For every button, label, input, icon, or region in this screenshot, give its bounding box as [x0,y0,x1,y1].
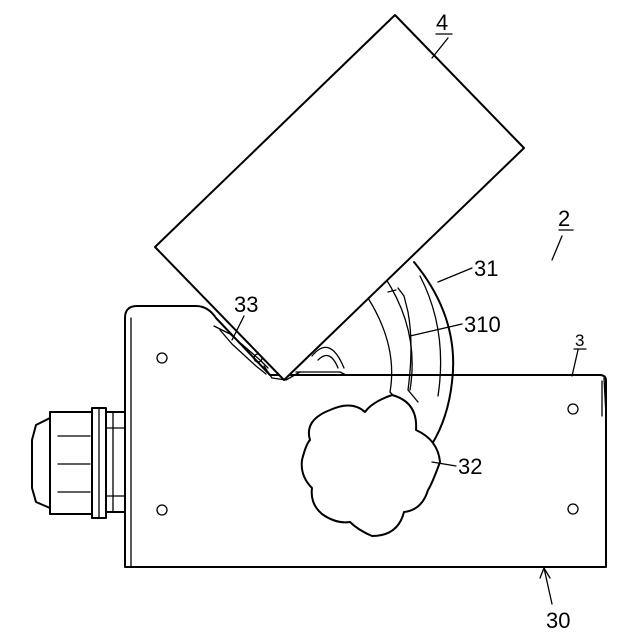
label-32: 32 [458,454,482,479]
label-2: 2 [558,206,570,231]
star-knob [302,395,440,536]
label-31: 31 [474,256,498,281]
label-4: 4 [436,10,448,35]
label-310: 310 [464,312,501,337]
label-33: 33 [234,292,258,317]
label-3: 3 [575,331,584,350]
label-30: 30 [546,608,570,633]
cable-gland [32,408,125,518]
